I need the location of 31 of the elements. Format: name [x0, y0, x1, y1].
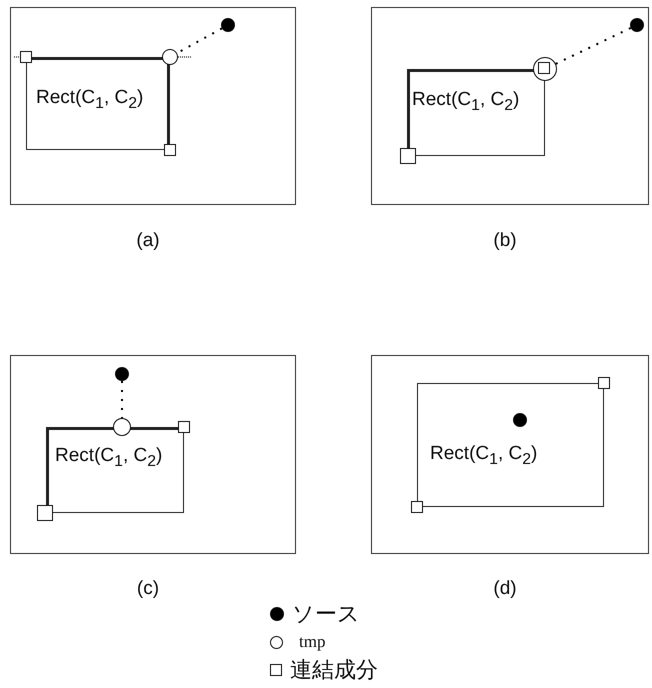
- rect-label: Rect(C$_{1}$, C$_{2}$): [430, 444, 538, 468]
- source-dot: [221, 18, 235, 32]
- rect-label: Rect(C$_{1}$, C$_{2}$): [36, 88, 144, 112]
- dotted-connector: [121, 381, 123, 418]
- rect-label: Rect(C$_{1}$, C$_{2}$): [412, 90, 520, 114]
- legend-label: 連結成分: [290, 657, 378, 685]
- legend-label: ソース: [292, 601, 360, 629]
- component-square: [164, 144, 176, 156]
- source-dot: [630, 18, 644, 32]
- panel-caption: (d): [493, 578, 517, 600]
- component-square: [37, 505, 53, 521]
- source-dot: [513, 413, 527, 427]
- component-square: [598, 377, 610, 389]
- tmp-circle: [533, 57, 557, 81]
- panel-frame: [10, 7, 296, 205]
- tmp-circle: [113, 418, 131, 436]
- component-square: [20, 51, 32, 63]
- panel-caption: (b): [493, 230, 517, 252]
- panel-frame: [10, 355, 296, 554]
- source-dot: [115, 367, 129, 381]
- component-square: [400, 148, 416, 164]
- component-square: [411, 501, 423, 513]
- panel-frame: [371, 355, 649, 554]
- panel-caption: (c): [136, 578, 160, 600]
- panel-caption: (a): [136, 230, 160, 252]
- tmp-circle: [162, 49, 178, 65]
- rect-label: Rect(C$_{1}$, C$_{2}$): [55, 446, 162, 470]
- legend-label: tmp: [299, 632, 326, 652]
- component-square: [538, 62, 550, 74]
- panel-frame: [371, 7, 649, 205]
- component-square: [178, 421, 190, 433]
